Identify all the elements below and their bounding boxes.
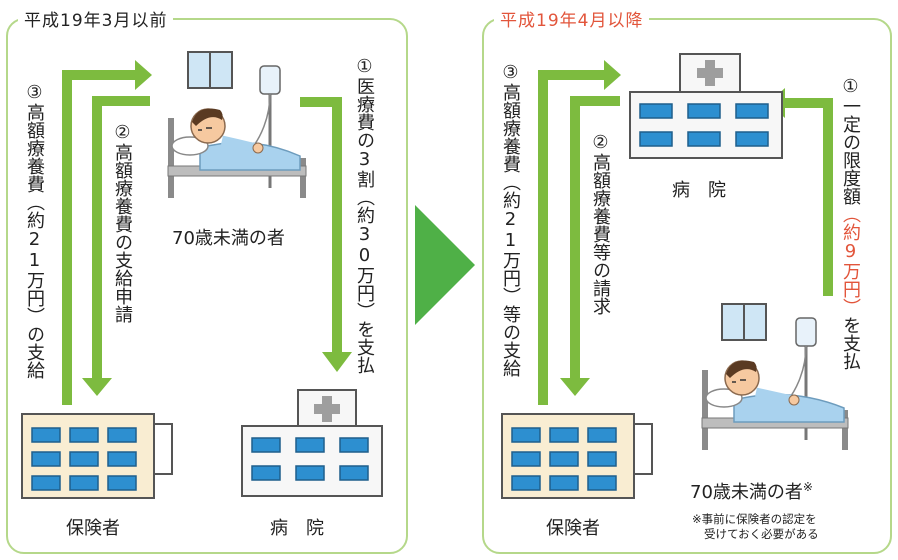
arrow-step1-after [768,88,833,296]
after-step1-label: ①一定の限度額（約9万円）を支払 [840,76,861,370]
insurer-building-icon [21,413,173,499]
after-flow-arrows [538,60,833,405]
after-note: ※事前に保険者の認定を 受けておく必要がある [692,512,819,542]
after-patient-label: 70歳未満の者※ [690,478,813,504]
after-note-line1: ※事前に保険者の認定を [692,512,817,526]
before-step3-label: ③高額療養費（約21万円）の支給 [24,82,45,379]
before-title: 平成19年3月以前 [18,6,174,31]
after-patient-mark: ※ [802,480,813,494]
after-hospital-label: 病 院 [672,180,726,201]
before-step1-label: ①医療費の3割（約30万円）を支払 [354,56,375,374]
after-insurer-label: 保険者 [546,518,600,539]
before-flow-arrows [62,60,352,405]
arrow-step1-before [300,97,352,372]
patient-in-bed-icon [167,51,307,198]
before-patient-label: 70歳未満の者 [172,228,285,249]
after-step1-part-a: ①一定の限度額 [840,76,861,205]
hospital-building-icon [629,53,783,159]
arrow-step3-after [538,60,621,405]
before-hospital-label: 病 院 [270,518,324,539]
transition-arrow-icon [415,205,475,325]
insurer-building-icon [501,413,653,499]
after-step2-label: ②高額療養費等の請求 [590,132,611,315]
after-patient-text: 70歳未満の者 [690,482,803,503]
arrow-step3-before [62,60,152,405]
after-step1-amount: （約9万円） [840,205,861,316]
after-title: 平成19年4月以降 [494,6,650,31]
patient-in-bed-icon [701,303,849,450]
after-step3-label: ③高額療養費（約21万円）等の支給 [500,62,521,377]
before-step2-label: ②高額療養費の支給申請 [112,122,133,323]
hospital-building-icon [241,389,383,497]
before-insurer-label: 保険者 [66,518,120,539]
after-note-line2: 受けておく必要がある [704,527,819,541]
after-step1-part-c: を支払 [840,316,861,370]
arrow-step2-after [560,96,620,396]
arrow-step2-before [82,96,150,396]
